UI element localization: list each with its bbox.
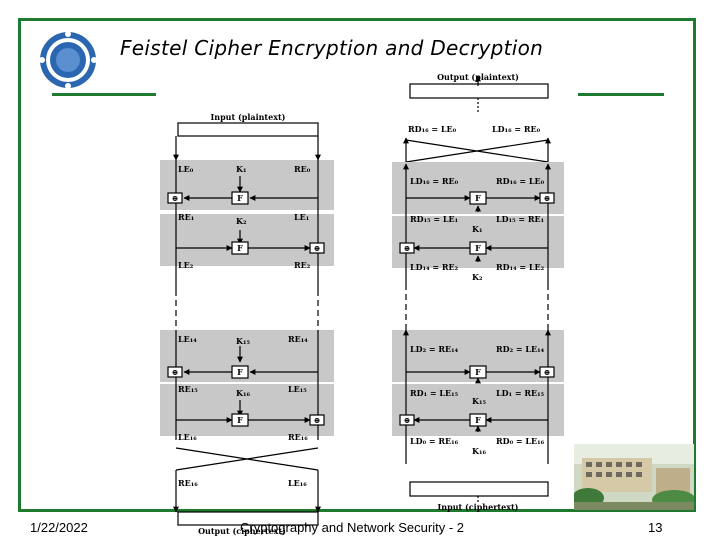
enc-r16-right: LE₁₅ [288,384,307,394]
dec-xor-2 [539,366,555,378]
dec-f-box-16 [469,191,487,205]
enc-r2-left: RE₁ [178,212,194,222]
dec-input-box [409,481,549,497]
dec-top-right: LD₁₆ = RE₀ [492,124,541,134]
enc-xor-2-label: ⊕ [314,243,321,253]
enc-r1-right: RE₀ [294,164,311,174]
enc-xor-16-label: ⊕ [314,415,321,425]
encryption-network [160,122,334,526]
enc-r15-key: K₁₅ [236,336,250,346]
enc-xor-1 [167,192,183,204]
dec-r2-right: RD₂ = LE₁₄ [496,344,545,354]
enc-xor-2 [309,242,325,254]
dec-r15-left: RD₁₅ = LE₁ [410,214,458,224]
dec-r15-key: K₁ [472,224,482,234]
dec-xor-15 [399,242,415,254]
dec-r2-left: LD₂ = RE₁₄ [410,344,459,354]
enc-r16-left: RE₁₅ [178,384,198,394]
enc-r1-key: K₁ [236,164,246,174]
dec-xor-2-label: ⊕ [544,367,551,377]
dec-r1-key: K₁₅ [472,396,486,406]
dec-xor-1 [399,414,415,426]
enc-xor-15-label: ⊕ [172,367,179,377]
dec-top-left: RD₁₆ = LE₀ [408,124,457,134]
dec-output-label: Output (plaintext) [437,72,519,82]
enc-r16-key: K₁₆ [236,388,250,398]
dec-xor-15-label: ⊕ [404,243,411,253]
university-logo-icon [39,31,97,89]
slide-page-number: 13 [648,520,663,535]
dec-r14-left: LD₁₄ = RE₂ [410,262,459,272]
enc-output-box [177,511,319,526]
dec-f-2-label: F [475,367,481,377]
title-rule-right [578,93,664,96]
enc-f-16-label: F [237,415,243,425]
dec-r14-right: RD₁₄ = LE₂ [496,262,545,272]
dec-xor-1-label: ⊕ [404,415,411,425]
slide-frame [18,18,696,512]
dec-f-box-1 [469,413,487,427]
dec-output-box [409,83,549,99]
campus-photo-icon [574,444,694,510]
enc-r2-right: LE₁ [294,212,309,222]
dec-f-1-label: F [475,415,481,425]
enc-xor-16 [309,414,325,426]
dec-round16-shade [392,162,564,214]
enc-a16-left: LE₁₆ [178,432,197,442]
dec-xor-16-label: ⊕ [544,193,551,203]
dec-r1-left: RD₁ = LE₁₅ [410,388,459,398]
enc-output-label: Output (ciphertext) [198,526,286,536]
enc-a16-right: RE₁₆ [288,432,308,442]
dec-f-16-label: F [475,193,481,203]
dec-input-label: Input (ciphertext) [438,502,519,512]
dec-f-15-label: F [475,243,481,253]
dec-r0-left: LD₀ = RE₁₆ [410,436,459,446]
enc-xor-15 [167,366,183,378]
dec-xor-16 [539,192,555,204]
slide-course: Cryptography and Network Security - 2 [240,520,464,535]
dec-f-box-15 [469,241,487,255]
enc-f-box-1 [231,191,249,205]
dec-r15-right: LD₁₅ = RE₁ [496,214,544,224]
dec-f-box-2 [469,365,487,379]
dec-r0-key: K₁₆ [472,446,486,456]
enc-f-15-label: F [237,367,243,377]
enc-round16-shade [160,384,334,436]
enc-input-label: Input (plaintext) [211,112,286,122]
enc-r15-right: RE₁₄ [288,334,308,344]
slide-date: 1/22/2022 [30,520,88,535]
decryption-network [392,75,564,504]
dec-r0-right: RD₀ = LE₁₆ [496,436,545,446]
enc-f-box-16 [231,413,249,427]
dec-r1-right: LD₁ = RE₁₅ [496,388,545,398]
enc-a2-left: LE₂ [178,260,194,270]
dec-r16-right: RD₁₆ = LE₀ [496,176,545,186]
slide-title: Feistel Cipher Encryption and Decryption [120,36,544,60]
enc-f-2-label: F [237,243,243,253]
enc-f-1-label: F [237,193,243,203]
enc-final-left: RE₁₆ [178,478,198,488]
enc-f-box-2 [231,241,249,255]
dec-r16-left: LD₁₆ = RE₀ [410,176,459,186]
enc-final-right: LE₁₆ [288,478,307,488]
enc-r15-left: LE₁₄ [178,334,197,344]
enc-r2-key: K₂ [236,216,247,226]
enc-round2-shade [160,214,334,266]
dec-r14-key: K₂ [472,272,483,282]
enc-r1-left: LE₀ [178,164,194,174]
title-rule-left [52,93,156,96]
enc-input-box [177,122,319,137]
enc-xor-1-label: ⊕ [172,193,179,203]
enc-f-box-15 [231,365,249,379]
enc-a2-right: RE₂ [294,260,311,270]
